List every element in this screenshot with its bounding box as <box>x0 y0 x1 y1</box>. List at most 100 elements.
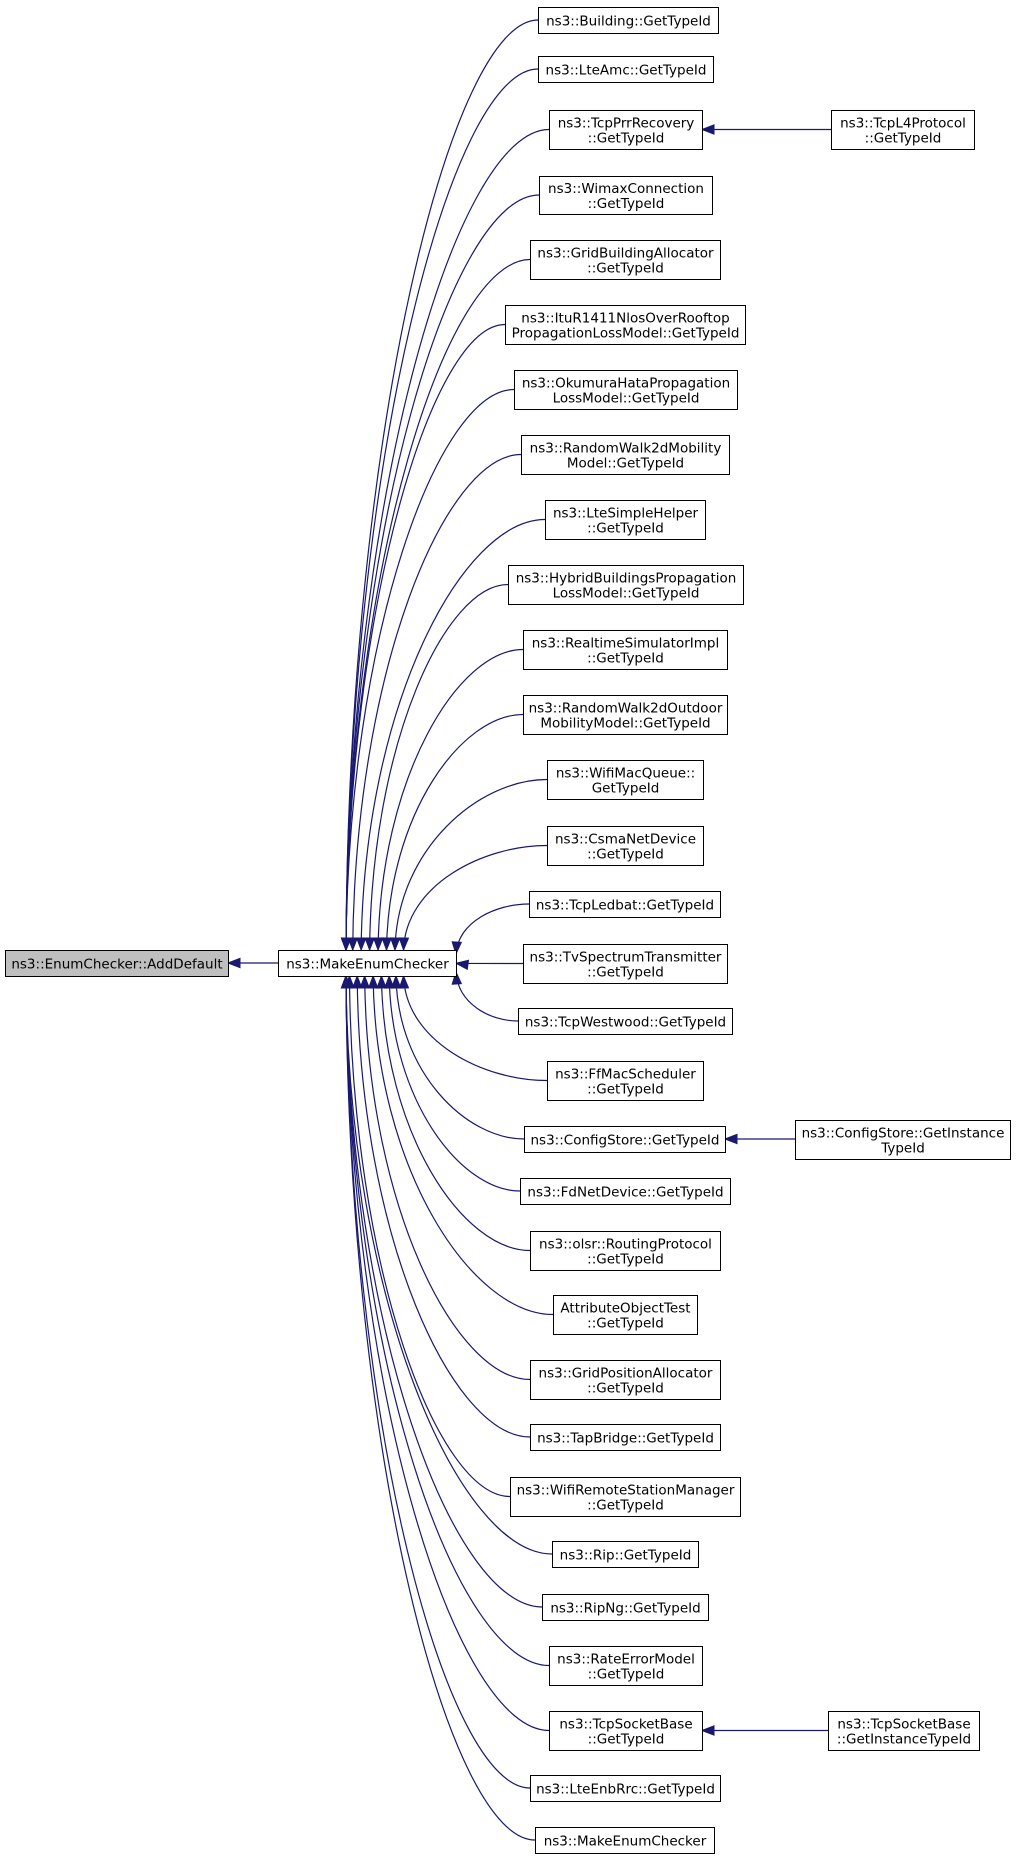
node-d0[interactable]: ns3::TcpL4Protocol::GetTypeId <box>831 110 975 150</box>
node-c16[interactable]: ns3::TcpWestwood::GetTypeId <box>518 1008 733 1035</box>
node-label-line: ::GetTypeId <box>588 1667 665 1683</box>
node-box <box>831 110 975 150</box>
node-label-line: TypeId <box>880 1141 925 1157</box>
node-box <box>524 1126 726 1153</box>
node-c29[interactable]: ns3::LteEnbRrc::GetTypeId <box>530 1775 721 1802</box>
node-c11[interactable]: ns3::RandomWalk2dOutdoorMobilityModel::G… <box>523 695 728 735</box>
arrowhead-d1-to-c18 <box>723 1133 738 1145</box>
node-c12[interactable]: ns3::WifiMacQueue::GetTypeId <box>547 760 704 800</box>
node-label-line: ::GetTypeId <box>588 196 665 212</box>
node-label-line: ns3::TcpWestwood::GetTypeId <box>525 1015 726 1031</box>
node-box <box>538 56 714 83</box>
node-c25[interactable]: ns3::Rip::GetTypeId <box>552 1541 699 1568</box>
node-label-line: ns3::LteSimpleHelper <box>553 506 699 522</box>
arrowhead-c30-to-hub <box>340 974 352 989</box>
node-c21[interactable]: AttributeObjectTest::GetTypeId <box>553 1295 698 1335</box>
node-label-line: ::GetTypeId <box>588 1732 665 1748</box>
node-label-line: ::GetTypeId <box>587 847 664 863</box>
edge-c13-to-hub <box>402 844 548 951</box>
node-c24[interactable]: ns3::WifiRemoteStationManager::GetTypeId <box>510 1477 741 1517</box>
node-c10[interactable]: ns3::RealtimeSimulatorImpl::GetTypeId <box>523 630 728 670</box>
node-c8[interactable]: ns3::LteSimpleHelper::GetTypeId <box>545 500 706 540</box>
node-box <box>520 1178 731 1205</box>
node-label-line: ns3::RandomWalk2dOutdoor <box>529 701 723 717</box>
node-box <box>529 891 721 918</box>
node-c28[interactable]: ns3::TcpSocketBase::GetTypeId <box>549 1711 703 1751</box>
node-c13[interactable]: ns3::CsmaNetDevice::GetTypeId <box>547 826 704 866</box>
edge-c7-to-hub <box>352 453 522 951</box>
node-label-line: ns3::CsmaNetDevice <box>555 832 696 848</box>
edge-c27-to-hub <box>345 975 550 1667</box>
arrowhead-c6-to-hub <box>340 937 352 952</box>
node-box <box>530 1360 721 1400</box>
node-label-line: ns3::WifiRemoteStationManager <box>517 1483 735 1499</box>
node-c1[interactable]: ns3::LteAmc::GetTypeId <box>538 56 714 83</box>
node-label-line: ::GetTypeId <box>587 651 664 667</box>
node-c4[interactable]: ns3::GridBuildingAllocator::GetTypeId <box>530 240 721 280</box>
node-c18[interactable]: ns3::ConfigStore::GetTypeId <box>524 1126 726 1153</box>
edge-c18-to-hub <box>395 975 525 1140</box>
node-label-line: ns3::MakeEnumChecker <box>544 1834 707 1850</box>
node-c30[interactable]: ns3::MakeEnumChecker <box>535 1827 715 1854</box>
node-c27[interactable]: ns3::RateErrorModel::GetTypeId <box>549 1646 703 1686</box>
node-label-line: ::GetTypeId <box>587 1252 664 1268</box>
arrowhead-c13-to-hub <box>398 937 410 952</box>
node-d2[interactable]: ns3::TcpSocketBase::GetInstanceTypeId <box>828 1711 980 1751</box>
node-label-line: ns3::TvSpectrumTransmitter <box>530 950 722 966</box>
edge-c21-to-hub <box>372 975 554 1316</box>
node-c6[interactable]: ns3::OkumuraHataPropagationLossModel::Ge… <box>514 370 738 410</box>
node-label-line: ns3::RandomWalk2dMobility <box>530 441 722 457</box>
arrowhead-c17-to-hub <box>398 974 410 989</box>
edge-c1-to-hub <box>345 68 539 951</box>
node-c5[interactable]: ns3::ItuR1411NlosOverRooftopPropagationL… <box>505 305 746 345</box>
node-c17[interactable]: ns3::FfMacScheduler::GetTypeId <box>547 1061 704 1101</box>
node-c14[interactable]: ns3::TcpLedbat::GetTypeId <box>529 891 721 918</box>
node-label-line: ns3::RateErrorModel <box>557 1652 695 1668</box>
node-label-line: ns3::EnumChecker::AddDefault <box>11 957 222 973</box>
node-c9[interactable]: ns3::HybridBuildingsPropagationLossModel… <box>508 565 744 605</box>
node-label-line: ::GetTypeId <box>587 1381 664 1397</box>
node-label-line: ns3::ConfigStore::GetTypeId <box>531 1133 720 1149</box>
node-box <box>508 565 744 605</box>
node-box <box>549 1646 703 1686</box>
node-label-line: PropagationLossModel::GetTypeId <box>512 326 740 342</box>
node-label-line: ::GetTypeId <box>587 261 664 277</box>
node-label-line: ns3::GridPositionAllocator <box>539 1366 713 1382</box>
edge-c30-to-hub <box>345 975 536 1841</box>
arrowhead-c19-to-hub <box>384 974 395 989</box>
arrowhead-c23-to-hub <box>351 974 363 989</box>
node-hub[interactable]: ns3::MakeEnumChecker <box>278 950 457 977</box>
node-box <box>278 950 457 977</box>
node-c20[interactable]: ns3::olsr::RoutingProtocol::GetTypeId <box>530 1231 721 1271</box>
arrowhead-d2-to-c28 <box>700 1725 715 1736</box>
edge-c3-to-hub <box>345 194 540 951</box>
node-box <box>514 370 738 410</box>
node-c15[interactable]: ns3::TvSpectrumTransmitter::GetTypeId <box>523 944 728 984</box>
node-label-line: ns3::WimaxConnection <box>548 181 704 197</box>
edge-c28-to-hub <box>345 975 550 1732</box>
arrowhead-c7-to-hub <box>347 937 359 952</box>
node-box <box>828 1711 980 1751</box>
node-c7[interactable]: ns3::RandomWalk2dMobilityModel::GetTypeI… <box>521 435 730 475</box>
node-box <box>539 176 713 215</box>
node-label-line: ::GetTypeId <box>588 131 665 147</box>
node-root[interactable]: ns3::EnumChecker::AddDefault <box>5 950 229 977</box>
edge-c16-to-hub <box>455 971 519 1022</box>
node-c26[interactable]: ns3::RipNg::GetTypeId <box>542 1594 709 1621</box>
node-c3[interactable]: ns3::WimaxConnection::GetTypeId <box>539 176 713 215</box>
node-c22[interactable]: ns3::GridPositionAllocator::GetTypeId <box>530 1360 721 1400</box>
node-label-line: ns3::MakeEnumChecker <box>286 957 449 973</box>
node-c2[interactable]: ns3::TcpPrrRecovery::GetTypeId <box>549 110 703 150</box>
node-label-line: ns3::olsr::RoutingProtocol <box>539 1237 712 1253</box>
node-c0[interactable]: ns3::Building::GetTypeId <box>538 7 719 34</box>
node-c19[interactable]: ns3::FdNetDevice::GetTypeId <box>520 1178 731 1205</box>
node-label-line: ns3::LteEnbRrc::GetTypeId <box>536 1782 715 1798</box>
node-c23[interactable]: ns3::TapBridge::GetTypeId <box>530 1424 721 1451</box>
edge-c24-to-hub <box>348 975 511 1498</box>
node-d1[interactable]: ns3::ConfigStore::GetInstanceTypeId <box>795 1120 1011 1160</box>
node-label-line: ::GetInstanceTypeId <box>837 1732 971 1748</box>
node-label-line: GetTypeId <box>592 781 660 797</box>
node-box <box>5 950 229 977</box>
